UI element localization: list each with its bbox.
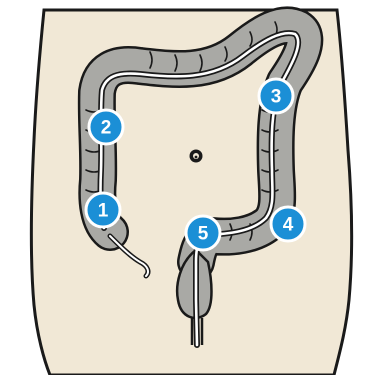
marker-4-label: 4: [283, 215, 294, 236]
marker-1: 1: [86, 193, 120, 227]
marker-5-label: 5: [198, 224, 209, 245]
navel-icon: [190, 150, 203, 163]
marker-3-label: 3: [271, 87, 282, 108]
marker-2: 2: [89, 110, 123, 144]
marker-3: 3: [259, 79, 293, 113]
marker-4: 4: [271, 207, 305, 241]
marker-2-label: 2: [101, 118, 112, 139]
marker-5: 5: [186, 216, 220, 250]
marker-1-label: 1: [98, 201, 109, 222]
